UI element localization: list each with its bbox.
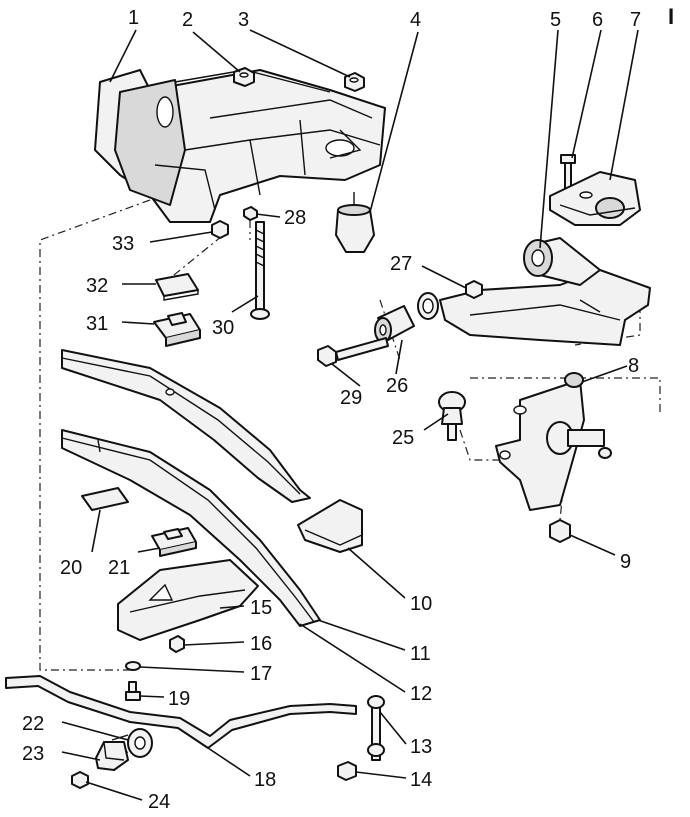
corner-mark: I: [668, 4, 674, 29]
callout-25: 25: [392, 427, 414, 449]
bushing-26: [374, 292, 439, 343]
nut-33: [211, 220, 229, 239]
nut-28: [243, 206, 258, 221]
callout-27: 27: [390, 253, 412, 275]
pad-32: [155, 273, 199, 301]
u-bracket-23: [95, 741, 129, 771]
callout-3: 3: [238, 9, 249, 31]
callout-15: 15: [250, 597, 272, 619]
callout-2: 2: [182, 9, 193, 31]
callout-24: 24: [148, 791, 170, 813]
callout-12: 12: [410, 683, 432, 705]
nut-9: [549, 519, 571, 543]
ball-joint-25: [438, 391, 466, 441]
callout-16: 16: [250, 633, 272, 655]
lower-control-arm-5: [439, 237, 651, 346]
callout-7: 7: [630, 9, 641, 31]
nut-14: [337, 761, 357, 781]
callout-26: 26: [386, 375, 408, 397]
callout-31: 31: [86, 313, 108, 335]
steering-knuckle-8: [495, 372, 612, 511]
nut-27: [465, 280, 483, 299]
washer-17: [125, 661, 141, 671]
callout-5: 5: [550, 9, 561, 31]
callout-11: 11: [410, 643, 431, 665]
callout-29: 29: [340, 387, 362, 409]
leaf-spring-lower: [61, 429, 321, 627]
bolt-24: [71, 771, 89, 789]
callout-33: 33: [112, 233, 134, 255]
engine-mount-4: [335, 192, 375, 253]
callout-21: 21: [108, 557, 130, 579]
callout-20: 20: [60, 557, 82, 579]
long-bolt-30: [250, 221, 270, 320]
callout-labels: 1 2 3 4 5 6 7 8 9 10 11 12 13 14 15 16 1…: [22, 7, 641, 813]
callout-17: 17: [250, 663, 272, 685]
bolt-16: [169, 635, 185, 653]
callout-9: 9: [620, 551, 631, 573]
crossmember: [94, 69, 386, 223]
callout-10: 10: [410, 593, 432, 615]
stabilizer-bar-18: [5, 675, 357, 749]
pad-20: [81, 487, 129, 511]
bumper-block-21: [151, 527, 197, 557]
callout-6: 6: [592, 9, 603, 31]
stabilizer-bushing-22: [111, 728, 153, 758]
mounting-plate-15: [117, 559, 259, 641]
bolt-19: [125, 681, 141, 701]
bump-stop-10: [297, 499, 363, 553]
bumper-block-31: [153, 312, 201, 347]
callout-28: 28: [284, 207, 306, 229]
callout-4: 4: [410, 9, 421, 31]
callout-13: 13: [410, 736, 432, 758]
callout-18: 18: [254, 769, 276, 791]
stabilizer-link-13: [367, 695, 385, 761]
bolt-29: [317, 337, 389, 367]
callout-30: 30: [212, 317, 234, 339]
callout-1: 1: [128, 7, 139, 29]
callout-32: 32: [86, 275, 108, 297]
callout-22: 22: [22, 713, 44, 735]
callout-19: 19: [168, 688, 190, 710]
callout-14: 14: [410, 769, 432, 791]
callout-23: 23: [22, 743, 44, 765]
callout-8: 8: [628, 355, 639, 377]
leaf-spring-upper: [61, 349, 311, 503]
nut-2: [233, 67, 255, 87]
leader-lines: [61, 29, 639, 801]
bracket-plate-7: [549, 171, 641, 226]
